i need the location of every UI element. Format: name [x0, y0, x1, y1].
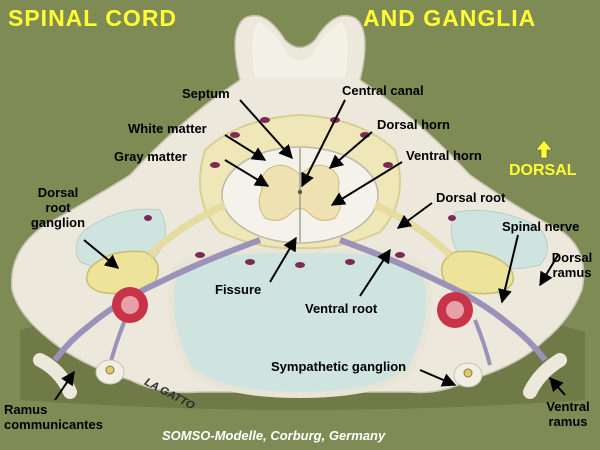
label-dorsal-root: Dorsal root — [436, 190, 506, 205]
spinous-process — [252, 22, 348, 78]
leader-gray-matter — [224, 159, 270, 187]
label-ventral-ramus: Ventral ramus — [540, 399, 596, 429]
left-ventral-ramus — [33, 353, 77, 399]
leader-lines — [54, 99, 566, 401]
right-vertebral-artery — [437, 292, 473, 328]
leader-ventral-root — [359, 248, 391, 297]
leader-ramus-communicantes — [54, 370, 75, 401]
label-dorsal-ramus-line2: ramus — [552, 265, 592, 280]
leader-dorsal-ramus — [539, 254, 559, 287]
label-sympathetic-ganglion: Sympathetic ganglion — [271, 359, 407, 374]
leader-sympathetic-ganglion — [419, 369, 457, 387]
vertebral-body-disc — [167, 246, 433, 399]
leader-septum — [239, 99, 293, 160]
right-sympathetic-ganglion — [453, 362, 483, 388]
label-fissure: Fissure — [215, 282, 262, 297]
label-ramus-communicantes: Ramus communicantes — [4, 402, 103, 432]
left-sympathetic-ganglion — [95, 359, 125, 385]
label-white-matter: White matter — [128, 121, 207, 136]
label-drg-line1: Dorsal — [37, 185, 79, 200]
label-ventral-horn: Ventral horn — [406, 148, 482, 163]
label-drg-line3: ganglion — [30, 215, 86, 230]
left-vertebral-artery — [112, 287, 148, 323]
arrow-up-icon — [535, 139, 553, 159]
right-ventral-ramus — [523, 353, 567, 399]
label-septum: Septum — [182, 86, 230, 101]
label-ventral-ramus-line2: ramus — [548, 414, 588, 429]
central-canal — [297, 189, 303, 195]
leader-dorsal-root-ganglion — [83, 239, 120, 269]
leader-spinal-nerve — [498, 234, 519, 304]
leader-central-canal — [301, 99, 346, 188]
image-credit: SOMSO-Modelle, Corburg, Germany — [162, 428, 386, 443]
leader-ventral-ramus — [549, 376, 566, 396]
label-ramus-comm-line2: communicantes — [4, 417, 103, 432]
leader-dorsal-root — [396, 202, 433, 229]
leader-ventral-horn — [330, 161, 403, 206]
label-ramus-comm-line1: Ramus — [4, 402, 48, 417]
right-sympathetic-trunk — [473, 319, 492, 366]
label-gray-matter: Gray matter — [114, 149, 187, 164]
left-dorsal-root — [147, 201, 227, 258]
label-spinal-nerve: Spinal nerve — [502, 219, 580, 234]
label-dorsal-ramus: Dorsal ramus — [548, 250, 596, 280]
label-ventral-ramus-line1: Ventral — [546, 399, 590, 414]
orientation-label: DORSAL — [509, 162, 577, 179]
leader-white-matter — [224, 134, 267, 161]
meningeal-vessels — [144, 117, 456, 268]
label-dorsal-horn: Dorsal horn — [377, 117, 450, 132]
right-dorsal-root — [373, 201, 453, 258]
leader-dorsal-horn — [328, 131, 373, 169]
label-ventral-root: Ventral root — [305, 301, 378, 316]
leader-fissure — [269, 236, 297, 283]
label-dorsal-root-ganglion: Dorsal root ganglion — [28, 185, 88, 230]
title-left: SPINAL CORD — [8, 5, 178, 31]
label-dorsal-ramus-line1: Dorsal — [551, 250, 593, 265]
label-central-canal: Central canal — [342, 83, 424, 98]
label-drg-line2: root — [45, 200, 71, 215]
title-right: AND GANGLIA — [363, 5, 537, 31]
